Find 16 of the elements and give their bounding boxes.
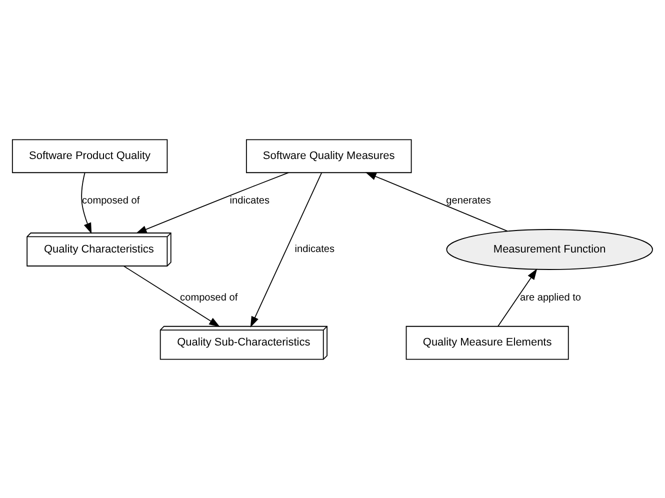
edge-label: indicates xyxy=(294,244,335,255)
edge-label: composed of xyxy=(180,292,238,304)
edge-label: composed of xyxy=(82,195,140,206)
node-ellipse: Measurement Function xyxy=(446,228,653,270)
node-box: Software Product Quality xyxy=(12,138,168,173)
arrow xyxy=(81,172,92,234)
edge-label: indicates xyxy=(230,195,270,206)
edge-label: are applied to xyxy=(520,292,582,304)
arrow xyxy=(136,172,289,234)
arrow xyxy=(365,172,508,232)
arrow xyxy=(123,265,220,326)
node-box: Software Quality Measures xyxy=(246,138,412,173)
arrow xyxy=(498,268,538,326)
arrow xyxy=(250,172,322,327)
edge-label: generates xyxy=(446,195,491,206)
node-box: Quality Measure Elements xyxy=(406,325,569,360)
